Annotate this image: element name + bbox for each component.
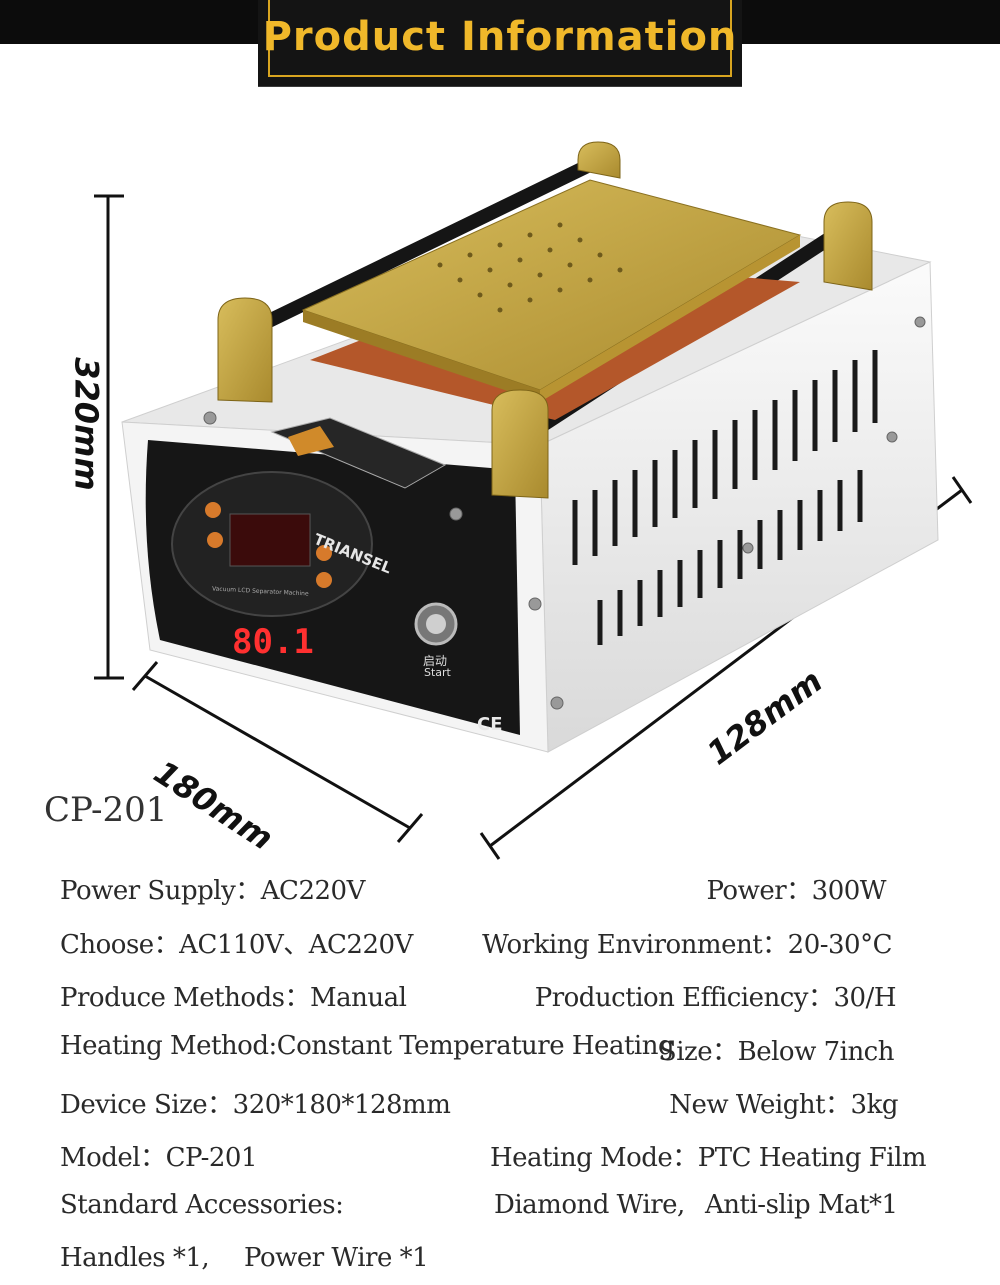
spec-diamond-wire: Diamond Wire, xyxy=(494,1190,685,1220)
spec-device-size: Device Size：320*180*128mm xyxy=(60,1090,451,1120)
start-label-cn: 启动 xyxy=(423,654,448,668)
spec-production-efficiency: Production Efficiency：30/H xyxy=(534,983,897,1013)
side-vents xyxy=(572,350,878,645)
spec-power-wire: Power Wire *1 xyxy=(244,1243,429,1273)
spec-new-weight: New Weight：3kg xyxy=(669,1090,898,1120)
spec-heating-method: Heating Method:Constant Temperature Heat… xyxy=(60,1031,675,1061)
model-label: CP-201 xyxy=(44,790,168,830)
gold-brackets xyxy=(217,141,873,499)
spec-model: Model：CP-201 xyxy=(60,1143,258,1173)
spec-power-supply: Power Supply：AC220V xyxy=(60,876,365,906)
spec-power: Power：300W xyxy=(706,876,886,906)
spec-handles: Handles *1, xyxy=(60,1243,210,1273)
ce-mark: CE xyxy=(477,714,503,735)
spec-heating-mode: Heating Mode：PTC Heating Film xyxy=(490,1143,927,1173)
spec-standard-accessories: Standard Accessories: xyxy=(60,1190,344,1220)
spec-working-environment: Working Environment：20-30°C xyxy=(482,930,892,960)
product-illustration xyxy=(94,141,973,860)
start-label: Start xyxy=(424,666,451,679)
height-dimension-label: 320mm xyxy=(67,357,106,491)
title-banner: Product Information xyxy=(258,0,742,87)
temperature-display xyxy=(229,513,311,567)
spec-choose: Choose：AC110V、AC220V xyxy=(60,930,413,960)
page-title: Product Information xyxy=(262,14,738,60)
front-buttons xyxy=(205,502,332,588)
temperature-display-value: 80.1 xyxy=(232,622,314,662)
vacuum-holes xyxy=(437,222,623,313)
title-frame xyxy=(268,0,732,77)
screws xyxy=(203,316,926,710)
spec-anti-slip-mat: Anti-slip Mat*1 xyxy=(705,1190,898,1220)
spec-size: Size：Below 7inch xyxy=(658,1037,895,1067)
spec-produce-methods: Produce Methods：Manual xyxy=(60,983,407,1013)
